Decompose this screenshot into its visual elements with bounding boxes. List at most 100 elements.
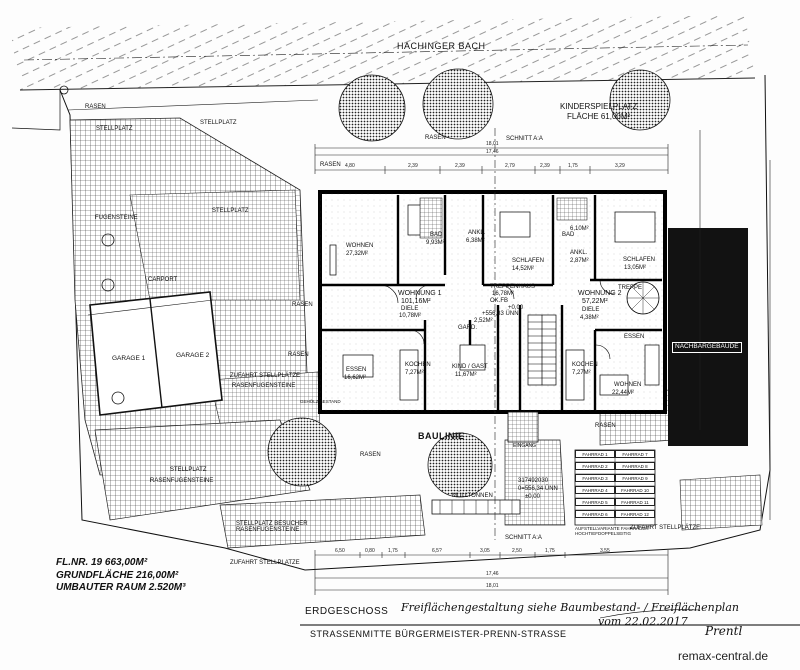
neighbor-building-label: NACHBARGEBÄUDE [672, 342, 742, 353]
parking-label-2: STELLPLATZ [200, 120, 237, 126]
watermark: remax-central.de [678, 649, 769, 663]
room-area: 27,32M² [346, 251, 369, 257]
visitor-parking-label: STELLPLATZ BESUCHER RASENFUGENSTEINE [236, 521, 308, 533]
parking-label-1: STELLPLATZ [96, 126, 133, 132]
dim-top: 4,80 [345, 163, 355, 169]
bike-slot: FAHRRAD 3 [575, 474, 615, 482]
room-name: GARD. [458, 325, 478, 331]
carport-label: CARPORT [148, 277, 178, 283]
lawn-label-2: RASEN [425, 135, 446, 141]
bike-slot: FAHRRAD 1 [575, 450, 615, 458]
stats-block: FL.NR. 19 663,00M² GRUNDFLÄCHE 216,00M² … [56, 557, 185, 595]
stats-parcel: FL.NR. 19 663,00M² [56, 557, 148, 568]
bike-slot: FAHRRAD 5 [575, 498, 615, 506]
dim-bottom: 3,05 [480, 548, 490, 554]
room-name: ESSEN [346, 367, 367, 373]
paving-label-1: RASENFUGENSTEINE [150, 478, 214, 484]
dim-bottom-total-2: 18,01 [486, 583, 499, 589]
dim-bottom: 2,50 [512, 548, 522, 554]
dim-bottom: 6,5? [432, 548, 442, 554]
bike-slot: FAHRRAD 12 [615, 510, 655, 518]
brook-label: HACHINGER BACH [397, 41, 486, 51]
section-label-bottom: SCHNITT A:A [505, 535, 542, 541]
building-line-label: BAULINIE [418, 431, 465, 441]
paving-label-3: FUGENSTEINE [95, 215, 138, 221]
apartment-2-name: WOHNUNG 2 [578, 290, 622, 297]
bike-rack-left: FAHRRAD 1 FAHRRAD 2 FAHRRAD 3 FAHRRAD 4 … [575, 450, 615, 522]
dim-top: 2,39 [540, 163, 550, 169]
bike-slot: FAHRRAD 10 [615, 486, 655, 494]
entrance-area [431, 411, 539, 515]
apartment-1-area: 101,16M² [401, 298, 431, 305]
building [318, 190, 667, 414]
lawn-label-7: RASEN [292, 302, 313, 308]
garage-2-label: GARAGE 2 [176, 352, 210, 359]
entrance-label: EINGANG [513, 443, 537, 449]
room-name: DIELE [582, 307, 600, 313]
room-area: 6,10M² [570, 226, 589, 232]
dim-bottom: 1,75 [388, 548, 398, 554]
bike-caption: AUFSTELLVARIANTE FAHRRÄDER HOCHTIEFDOPPE… [575, 526, 649, 536]
stair-label: OK.FB [490, 298, 509, 304]
playground-area: FLÄCHE 61,00M² [567, 112, 631, 121]
room-name: BAD [562, 232, 575, 238]
garage-1-label: GARAGE 1 [112, 355, 146, 362]
room-name: KOCHEN [572, 362, 598, 368]
garages [87, 291, 223, 416]
room-name: ANKL. [570, 250, 588, 256]
access-label: ZUFAHRT STELLPLATZE [230, 560, 300, 566]
room-name: DIELE [401, 306, 419, 312]
bike-slot: FAHRRAD 11 [615, 498, 655, 506]
room-area: 13,05M² [624, 265, 647, 271]
access-label-2: ZUFAHRT STELLPLÄTZE [230, 373, 301, 379]
lawn-label-6: RASEN [595, 423, 616, 429]
dim-top-total: 18,01 [486, 141, 499, 147]
room-area: 2,87M² [570, 258, 589, 264]
room-name: WOHNEN [614, 382, 642, 388]
level-note: 317492030 [518, 478, 549, 484]
room-name: ESSEN [624, 334, 645, 340]
room-area: 11,67M² [455, 372, 477, 378]
bike-slot: FAHRRAD 9 [615, 474, 655, 482]
paving-label-2: RASENFUGENSTEINE [232, 383, 296, 389]
room-area: 16,62M² [344, 375, 367, 381]
stats-volume: UMBAUTER RAUM 2.520M³ [56, 582, 186, 593]
stair-value: +0,00 [508, 305, 524, 311]
dim-top: 2,39 [455, 163, 465, 169]
dim-top: 3,29 [615, 163, 625, 169]
floor-title: ERDGESCHOSS [305, 606, 389, 617]
handnote-line-1: Freiflächengestaltung siehe Baumbestand-… [401, 601, 739, 614]
level-value: 0=556,34 ÜNN [518, 486, 558, 492]
room-name: TREPPE [618, 285, 643, 291]
bike-rack-right: FAHRRAD 7 FAHRRAD 8 FAHRRAD 9 FAHRRAD 10… [615, 450, 655, 522]
neighbor-building [668, 228, 748, 446]
lawn-label-4: RASEN [288, 352, 309, 358]
level-zero: ±0,00 [525, 494, 540, 500]
room-area: 16,78M² [492, 291, 515, 297]
room-name: BAD [430, 232, 443, 238]
stats-floor-area: GRUNDFLÄCHE 216,00M² [56, 569, 179, 581]
room-area: 9,93M² [426, 240, 445, 246]
room-area: 22,44M² [612, 390, 635, 396]
room-area: 2,52M² [474, 318, 493, 324]
signature: Prentl [705, 624, 743, 638]
bins-label: MÜLLTONNEN [452, 493, 493, 499]
room-area: 6,38M² [466, 238, 485, 244]
dim-bottom: 3,55 [600, 548, 610, 554]
handnote-underline [599, 609, 701, 619]
lawn-label-1: RASEN [85, 104, 106, 110]
room-name: SCHLAFEN [623, 257, 656, 263]
apartment-1-name: WOHNUNG 1 [398, 290, 442, 297]
dim-bottom-total: 17,46 [486, 571, 499, 577]
extra-parking-label: ZUFAHRT STELLPLÄTZE [630, 525, 701, 531]
bike-slot: FAHRRAD 6 [575, 510, 615, 518]
stair-level: +556,83 ÜNN [482, 311, 519, 317]
room-name: WOHNEN [346, 243, 374, 249]
room-name: TREPPENHAUS [490, 284, 536, 290]
room-name: ANKL. [468, 230, 486, 236]
lawn-label-3: RASEN [360, 452, 381, 458]
room-area: 14,52M² [512, 266, 535, 272]
dimension-lines [67, 99, 771, 595]
dim-top: 2,79 [505, 163, 515, 169]
